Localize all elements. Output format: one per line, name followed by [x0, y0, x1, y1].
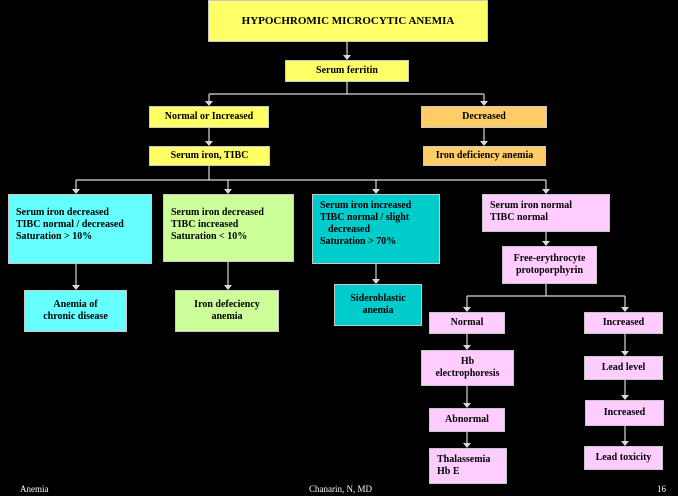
- lead-toxicity-label: Lead toxicity: [595, 452, 652, 463]
- free-erythrocyte-line2: protoporphyrin: [515, 265, 584, 276]
- abnormal-node: Abnormal: [429, 408, 505, 432]
- branch3-line2: TIBC normal / slight: [320, 212, 410, 223]
- free-erythrocyte-line1: Free-erythrocyte: [513, 253, 586, 264]
- normal-or-increased-node: Normal or Increased: [149, 106, 269, 128]
- hb-electrophoresis-node: Hb electrophoresis: [421, 350, 514, 386]
- thalassemia-hb-e-node: Thalassemia Hb E: [429, 448, 507, 484]
- thalassemia-line1: Thalassemia: [437, 454, 491, 465]
- branch1-line2: TIBC normal / decreased: [16, 219, 124, 230]
- normal-node: Normal: [429, 312, 505, 334]
- branch2-line1: Serum iron decreased: [171, 207, 264, 218]
- branch3-line1: Serum iron increased: [320, 200, 412, 211]
- sideroblastic-line2: anemia: [362, 305, 394, 316]
- root-node-label: HYPOCHROMIC MICROCYTIC ANEMIA: [241, 15, 455, 27]
- lead-level-label: Lead level: [601, 362, 646, 373]
- iron-defeciency-line1: Iron defeciency: [194, 299, 260, 310]
- anemia-chronic-line1: Anemia of: [53, 299, 98, 310]
- abnormal-label: Abnormal: [445, 414, 489, 425]
- free-erythrocyte-protoporphyrin-node: Free-erythrocyte protoporphyrin: [502, 246, 597, 284]
- branch-serum-iron-normal: Serum iron normal TIBC normal: [482, 194, 610, 232]
- branch3-line3: decreased: [328, 224, 371, 235]
- branch2-line3: Saturation < 10%: [171, 231, 248, 242]
- increased-label: Increased: [602, 317, 645, 328]
- serum-ferritin-node: Serum ferritin: [285, 60, 409, 82]
- footer-left-text: Anemia: [20, 484, 49, 494]
- branch-serum-iron-decreased-tibc-normal: Serum iron decreased TIBC normal / decre…: [8, 194, 152, 264]
- iron-defeciency-line2: anemia: [211, 311, 243, 322]
- hb-electrophoresis-line2: electrophoresis: [435, 368, 500, 379]
- branch4-line2: TIBC normal: [490, 212, 549, 223]
- branch1-line3: Saturation > 10%: [16, 231, 93, 242]
- increased-node: Increased: [584, 312, 663, 334]
- serum-iron-tibc-label: Serum iron, TIBC: [170, 150, 249, 161]
- iron-defeciency-anemia-node: Iron defeciency anemia: [175, 290, 279, 332]
- branch4-line1: Serum iron normal: [490, 200, 573, 211]
- lead-toxicity-node: Lead toxicity: [584, 446, 663, 470]
- thalassemia-line2: Hb E: [437, 466, 460, 477]
- decreased-label: Decreased: [462, 111, 506, 122]
- iron-deficiency-anemia-label: Iron deficiency anemia: [435, 150, 534, 161]
- serum-ferritin-label: Serum ferritin: [316, 65, 378, 76]
- normal-or-increased-label: Normal or Increased: [164, 111, 254, 122]
- decreased-node: Decreased: [421, 106, 547, 128]
- sideroblastic-anemia-node: Sideroblastic anemia: [334, 284, 422, 326]
- lead-level-node: Lead level: [584, 356, 663, 380]
- footer-page-number: 16: [657, 484, 666, 494]
- root-node: HYPOCHROMIC MICROCYTIC ANEMIA: [208, 0, 488, 42]
- anemia-chronic-disease-node: Anemia of chronic disease: [24, 290, 127, 332]
- anemia-chronic-line2: chronic disease: [43, 311, 108, 322]
- branch3-line4: Saturation > 70%: [320, 236, 397, 247]
- branch1-line1: Serum iron decreased: [16, 207, 109, 218]
- serum-iron-tibc-node: Serum iron, TIBC: [149, 146, 270, 166]
- footer-author-text: Chanarin, N, MD: [309, 484, 372, 494]
- increased-lead-label: Increased: [603, 407, 646, 418]
- branch2-line2: TIBC increased: [171, 219, 239, 230]
- sideroblastic-line1: Sideroblastic: [350, 293, 406, 304]
- normal-label: Normal: [450, 317, 484, 328]
- branch-serum-iron-decreased-tibc-increased: Serum iron decreased TIBC increased Satu…: [163, 194, 294, 262]
- iron-deficiency-anemia-node: Iron deficiency anemia: [423, 146, 546, 166]
- increased-lead-node: Increased: [585, 400, 664, 426]
- branch-serum-iron-increased: Serum iron increased TIBC normal / sligh…: [312, 194, 440, 264]
- hb-electrophoresis-line1: Hb: [460, 356, 475, 367]
